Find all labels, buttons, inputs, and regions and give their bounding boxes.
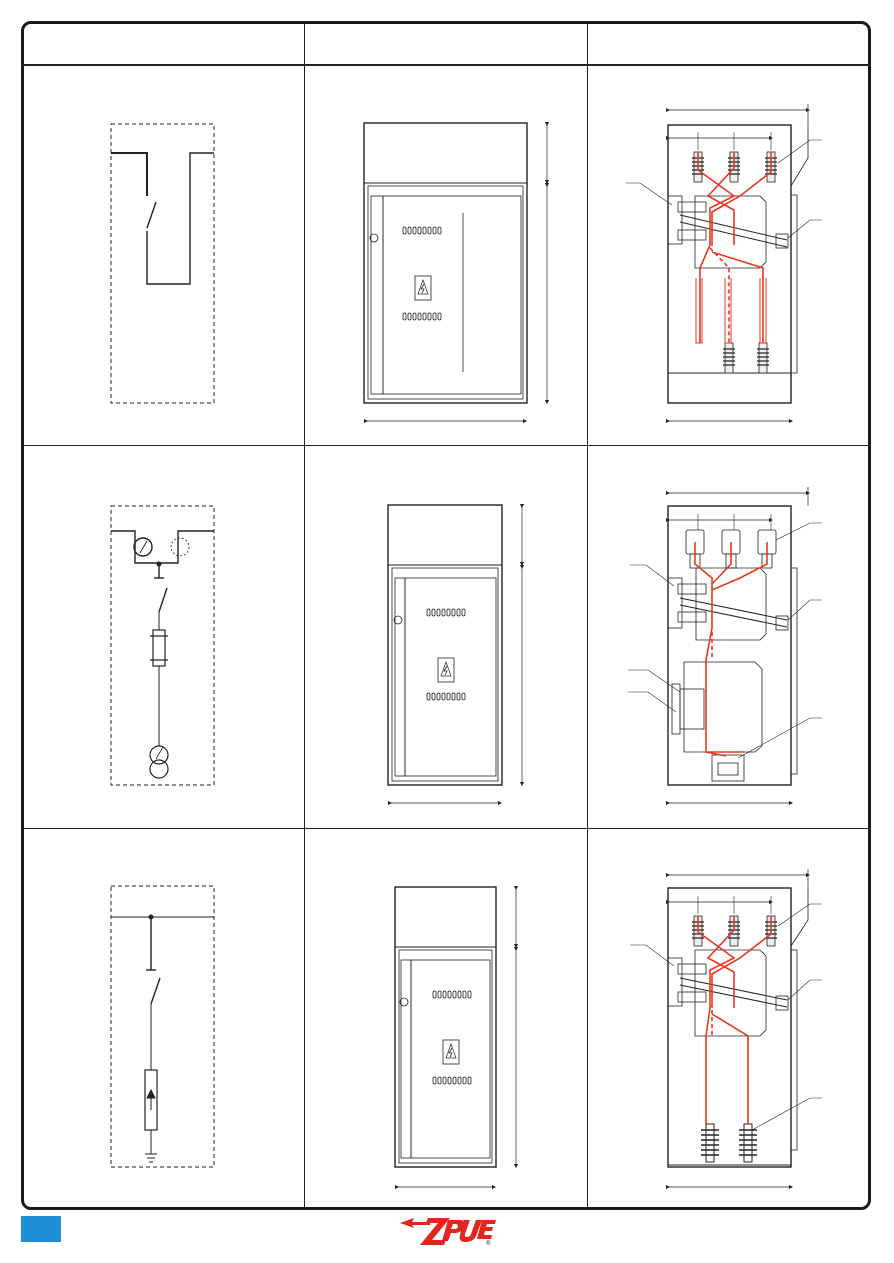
row1-section (626, 104, 822, 424)
column-divider-2 (587, 21, 588, 1210)
row3-section (630, 869, 822, 1190)
row2-section (628, 487, 822, 806)
zpue-logo (400, 1218, 496, 1245)
row1-schematic (110, 123, 215, 404)
row-divider-2 (21, 828, 871, 829)
row1-cabinet (363, 121, 550, 424)
row2-schematic (110, 505, 215, 786)
row-divider-1 (21, 445, 871, 446)
registered-mark: ® (486, 1241, 491, 1247)
page-tab (21, 1216, 61, 1242)
header-divider (21, 64, 871, 66)
row2-cabinet (387, 503, 525, 806)
row3-cabinet (394, 885, 519, 1190)
row3-schematic (110, 885, 215, 1168)
column-divider-1 (304, 21, 305, 1210)
page-frame (21, 21, 871, 1210)
